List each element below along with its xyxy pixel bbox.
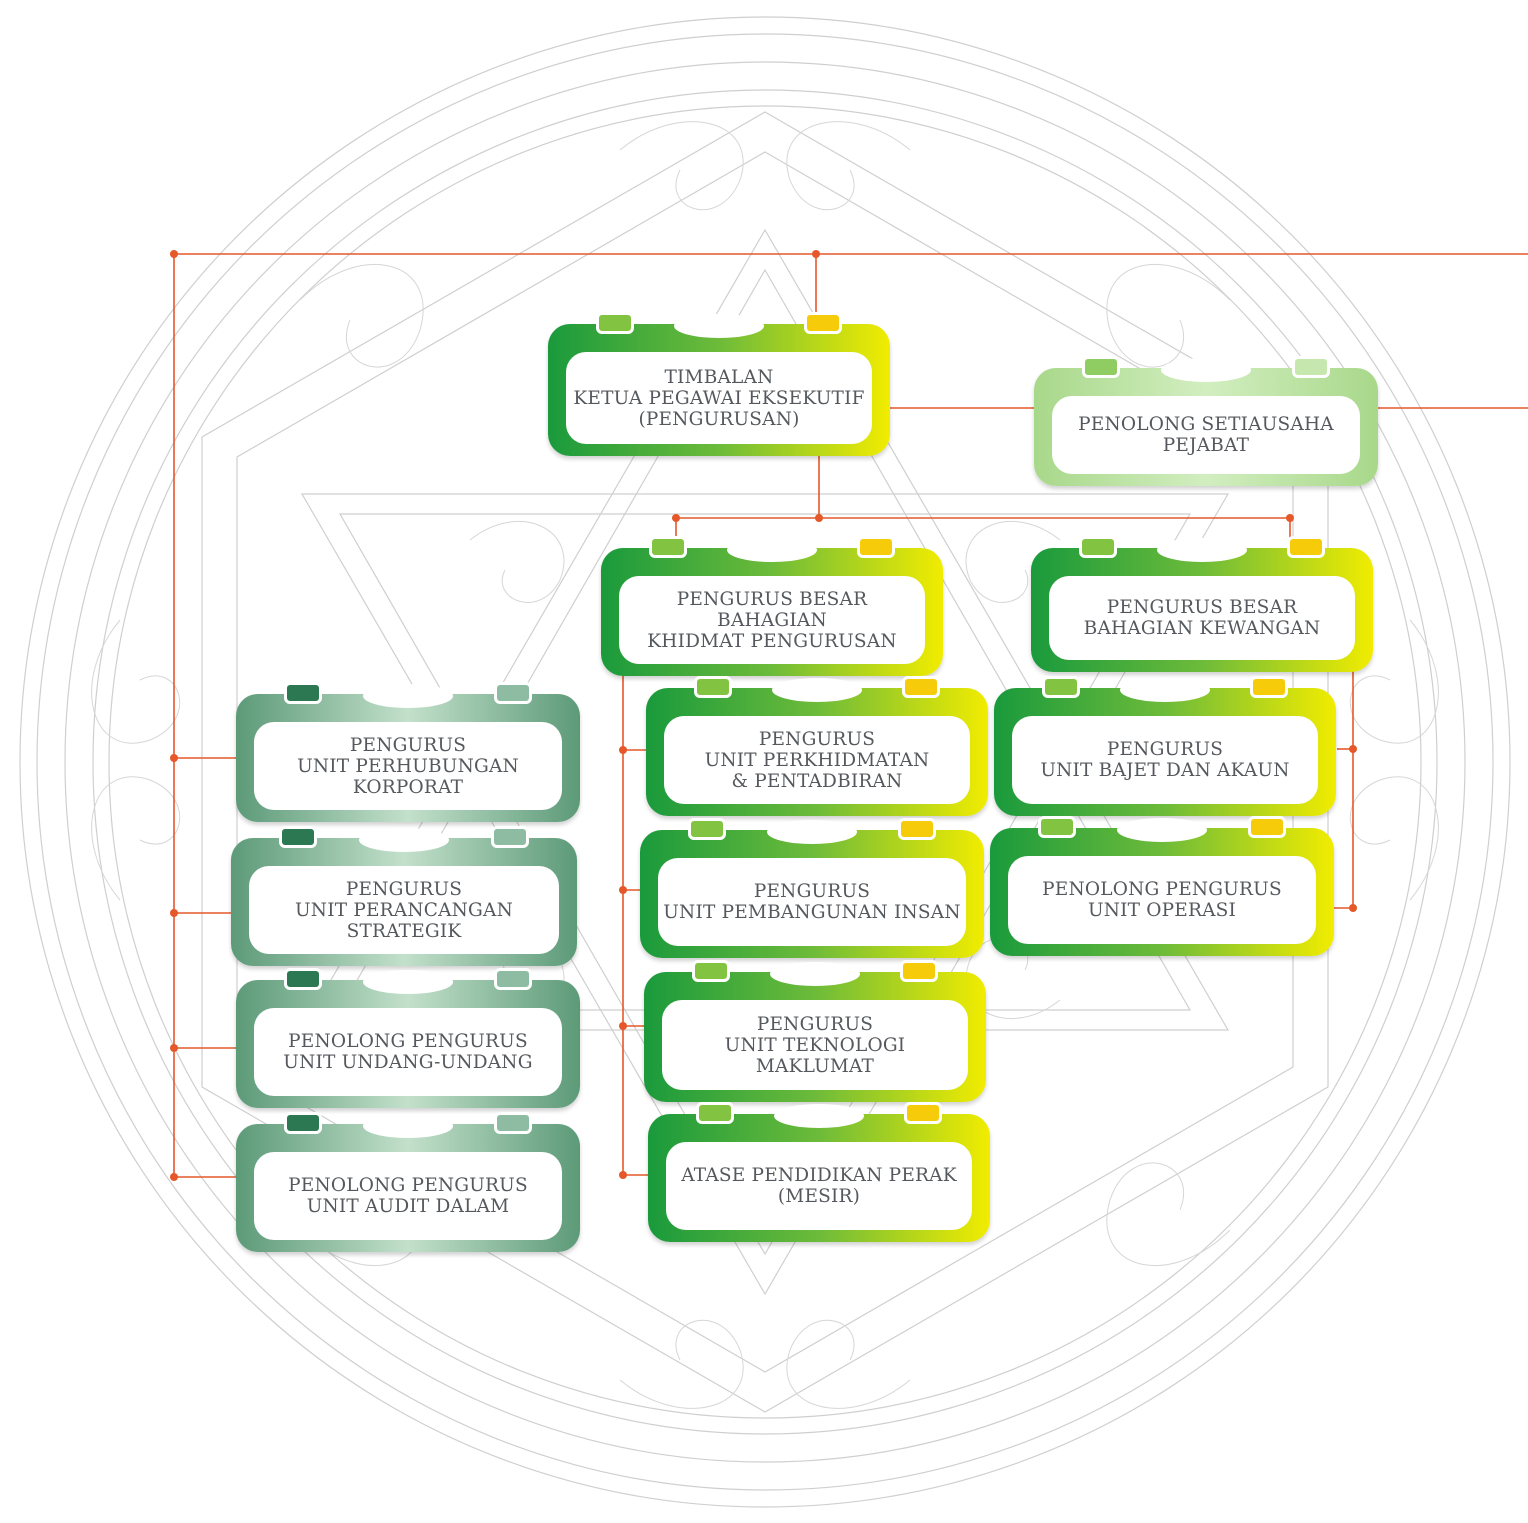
node-unit-pembangunan-insan: PENGURUS UNIT PEMBANGUNAN INSAN [640,818,984,958]
node-body: PENOLONG PENGURUS UNIT UNDANG-UNDANG [254,1008,562,1096]
pill-slot [772,678,862,702]
pill-slot [770,962,860,986]
node-label: TIMBALAN KETUA PEGAWAI EKSEKUTIF (PENGUR… [573,366,865,430]
node-body: PENOLONG PENGURUS UNIT OPERASI [1008,856,1316,944]
node-label: PENOLONG PENGURUS UNIT AUDIT DALAM [288,1175,528,1217]
tab-left [284,968,322,990]
tab-right [494,682,532,704]
node-body: PENGURUS UNIT PERANCANGAN STRATEGIK [249,866,559,954]
node-body: PENGURUS UNIT PERKHIDMATAN & PENTADBIRAN [664,716,970,804]
pill-slot [767,820,857,844]
tab-left [688,818,726,840]
node-body: PENOLONG SETIAUSAHA PEJABAT [1052,396,1360,474]
pill-slot [363,684,453,708]
tab-left [694,676,732,698]
node-label: PENOLONG PENGURUS UNIT UNDANG-UNDANG [283,1031,533,1073]
node-unit-operasi: PENOLONG PENGURUS UNIT OPERASI [990,816,1334,956]
tab-right [898,818,936,840]
tab-left [1042,676,1080,698]
tab-left [1038,816,1076,838]
node-label: ATASE PENDIDIKAN PERAK (MESIR) [681,1165,957,1207]
node-body: PENOLONG PENGURUS UNIT AUDIT DALAM [254,1152,562,1240]
node-body: PENGURUS UNIT BAJET DAN AKAUN [1012,716,1318,804]
pill-slot [1120,678,1210,702]
tab-right [900,960,938,982]
tab-left [649,536,687,558]
node-label: PENGURUS BESAR BAHAGIAN KHIDMAT PENGURUS… [647,588,897,652]
node-label: PENGURUS UNIT PERKHIDMATAN & PENTADBIRAN [704,728,930,792]
tab-left [692,960,730,982]
tab-right [902,676,940,698]
tab-right [1250,676,1288,698]
tab-right [491,826,529,848]
node-body: PENGURUS BESAR BAHAGIAN KHIDMAT PENGURUS… [619,576,925,664]
node-label: PENGURUS BESAR BAHAGIAN KEWANGAN [1083,597,1321,639]
node-body: TIMBALAN KETUA PEGAWAI EKSEKUTIF (PENGUR… [566,352,872,444]
node-label: PENOLONG SETIAUSAHA PEJABAT [1078,414,1334,456]
tab-right [494,968,532,990]
pill-slot [363,970,453,994]
node-atase-pendidikan-perak: ATASE PENDIDIKAN PERAK (MESIR) [648,1102,990,1242]
node-unit-audit-dalam: PENOLONG PENGURUS UNIT AUDIT DALAM [236,1112,580,1252]
tab-left [596,312,634,334]
node-unit-teknologi-maklumat: PENGURUS UNIT TEKNOLOGI MAKLUMAT [644,960,986,1102]
node-unit-perkhidmatan-pentadbiran: PENGURUS UNIT PERKHIDMATAN & PENTADBIRAN [646,676,988,816]
pill-slot [363,1114,453,1138]
node-pengurus-besar-khidmat-pengurusan: PENGURUS BESAR BAHAGIAN KHIDMAT PENGURUS… [601,536,943,676]
node-penolong-setiausaha-pejabat: PENOLONG SETIAUSAHA PEJABAT [1034,356,1378,486]
tab-right [1287,536,1325,558]
node-unit-undang-undang: PENOLONG PENGURUS UNIT UNDANG-UNDANG [236,968,580,1108]
node-body: PENGURUS UNIT PEMBANGUNAN INSAN [658,858,966,946]
pill-slot [359,828,449,852]
tab-left [284,682,322,704]
node-label: PENGURUS UNIT PERHUBUNGAN KORPORAT [297,734,519,798]
node-body: PENGURUS UNIT PERHUBUNGAN KORPORAT [254,722,562,810]
tab-right [804,312,842,334]
node-body: PENGURUS UNIT TEKNOLOGI MAKLUMAT [662,1000,968,1090]
tab-left [1079,536,1117,558]
node-label: PENGURUS UNIT TEKNOLOGI MAKLUMAT [724,1013,906,1077]
tab-right [1248,816,1286,838]
pill-slot [1157,538,1247,562]
tab-left [1082,356,1120,378]
node-body: ATASE PENDIDIKAN PERAK (MESIR) [666,1142,972,1230]
tab-right [494,1112,532,1134]
tab-left [696,1102,734,1124]
tab-left [279,826,317,848]
node-body: PENGURUS BESAR BAHAGIAN KEWANGAN [1049,576,1355,660]
pill-slot [674,314,764,338]
node-label: PENGURUS UNIT PEMBANGUNAN INSAN [663,881,961,923]
tab-left [284,1112,322,1134]
tab-right [904,1102,942,1124]
node-label: PENGURUS UNIT PERANCANGAN STRATEGIK [295,878,513,942]
tab-right [1292,356,1330,378]
node-label: PENGURUS UNIT BAJET DAN AKAUN [1040,739,1290,781]
pill-slot [727,538,817,562]
node-unit-bajet-dan-akaun: PENGURUS UNIT BAJET DAN AKAUN [994,676,1336,816]
node-pengurus-besar-kewangan: PENGURUS BESAR BAHAGIAN KEWANGAN [1031,536,1373,672]
pill-slot [1117,818,1207,842]
node-timbalan-ketua-pegawai-eksekutif: TIMBALAN KETUA PEGAWAI EKSEKUTIF (PENGUR… [548,312,890,456]
pill-slot [774,1104,864,1128]
node-label: PENOLONG PENGURUS UNIT OPERASI [1042,879,1282,921]
tab-right [857,536,895,558]
pill-slot [1161,358,1251,382]
node-unit-perancangan-strategik: PENGURUS UNIT PERANCANGAN STRATEGIK [231,826,577,966]
node-unit-perhubungan-korporat: PENGURUS UNIT PERHUBUNGAN KORPORAT [236,682,580,822]
